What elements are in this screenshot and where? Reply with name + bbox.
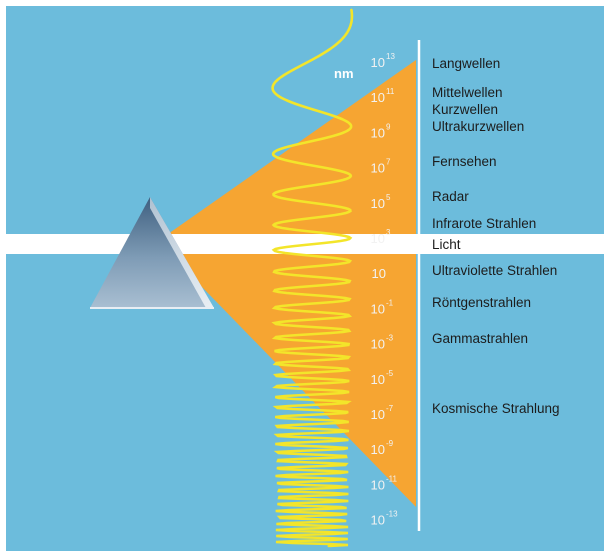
- scale-label: 10: [371, 231, 385, 246]
- prism-icon: [90, 197, 214, 309]
- scale-label: 10: [371, 90, 385, 105]
- scale-label: 10: [371, 513, 385, 528]
- scale-label: 10: [371, 337, 385, 352]
- scale-label: 10: [371, 161, 385, 176]
- scale-exponent: -3: [386, 334, 394, 343]
- band-label: Langwellen: [432, 56, 500, 71]
- band-label: Fernsehen: [432, 154, 497, 169]
- scale-exponent: -5: [386, 369, 394, 378]
- unit-label: nm: [334, 66, 354, 81]
- scale-exponent: 9: [386, 122, 391, 131]
- band-label: Röntgenstrahlen: [432, 295, 531, 310]
- band-label: Radar: [432, 189, 469, 204]
- band-label: Ultraviolette Strahlen: [432, 263, 557, 278]
- wave-icon: [271, 8, 354, 548]
- scale-exponent: -9: [386, 439, 394, 448]
- scale-label: 10: [371, 125, 385, 140]
- band-label: Ultrakurzwellen: [432, 119, 524, 134]
- scale-exponent: -7: [386, 404, 394, 413]
- spectrum-fan-lower: [168, 252, 416, 507]
- scale-exponent: 3: [386, 228, 391, 237]
- band-label: Licht: [432, 237, 461, 252]
- scale-label: 10: [371, 301, 385, 316]
- scale-label: 10: [371, 477, 385, 492]
- scale-label: 10: [371, 55, 385, 70]
- scale-exponent: 11: [386, 87, 395, 96]
- band-label: Kurzwellen: [432, 102, 498, 117]
- scale-label: 10: [371, 442, 385, 457]
- scale-label: 10: [372, 266, 386, 281]
- scale-exponent: 7: [386, 158, 391, 167]
- scale-exponent: -13: [386, 510, 398, 519]
- scale-label: 10: [371, 196, 385, 211]
- band-label: Kosmische Strahlung: [432, 401, 560, 416]
- scale-label: 10: [371, 407, 385, 422]
- band-labels: LangwellenMittelwellenKurzwellenUltrakur…: [432, 56, 560, 416]
- scale-exponent: 5: [386, 193, 391, 202]
- scale-label: 10: [371, 372, 385, 387]
- scale-exponent: -1: [386, 298, 394, 307]
- band-label: Gammastrahlen: [432, 331, 528, 346]
- band-label: Infrarote Strahlen: [432, 216, 536, 231]
- band-label: Mittelwellen: [432, 85, 503, 100]
- spectrum-fan: [168, 60, 416, 238]
- scale-exponent: -11: [386, 474, 398, 483]
- scale-exponent: 13: [386, 52, 395, 61]
